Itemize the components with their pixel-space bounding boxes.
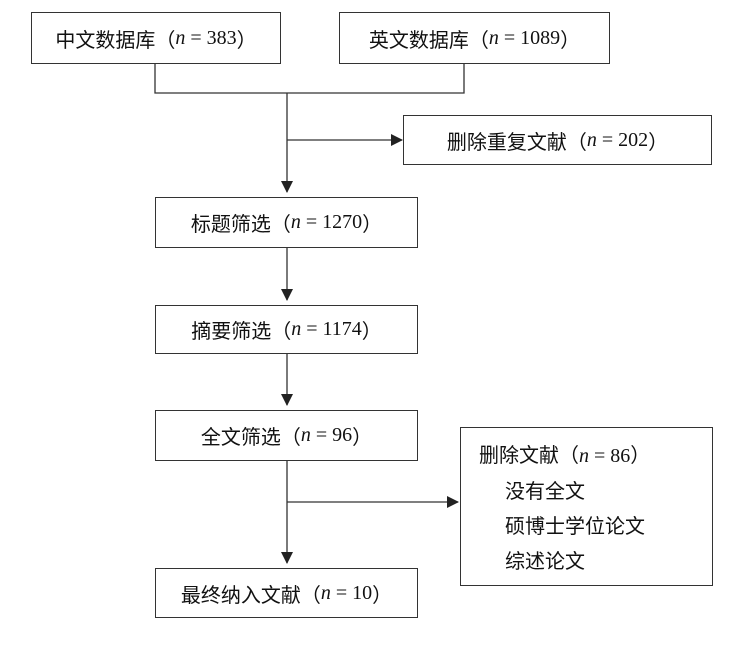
final-included-count: 10 (352, 581, 373, 604)
title-screening-box: 标题筛选（ n = 1270 ） (155, 197, 418, 248)
english-database-count: 1089 (520, 26, 561, 49)
fulltext-screening-count: 96 (332, 424, 353, 446)
abstract-screening-label: 摘要筛选（ (191, 319, 292, 343)
duplicates-removed-box: 删除重复文献（ n = 202 ） (403, 115, 712, 165)
fulltext-screening-box: 全文筛选（ n = 96 ） (155, 410, 418, 461)
title-screening-label: 标题筛选（ (190, 212, 291, 236)
excluded-articles-count: 86 (610, 445, 631, 467)
merge-bracket-line (154, 64, 465, 94)
fulltext-screening-label: 全文筛选（ (200, 425, 301, 449)
english-database-box: 英文数据库（ n = 1089 ） (339, 12, 610, 64)
title-screening-count: 1270 (322, 211, 363, 233)
excluded-articles-label: 删除文献（ (479, 443, 579, 467)
english-database-label: 英文数据库（ (368, 27, 489, 52)
chinese-database-count: 383 (206, 26, 237, 49)
duplicates-removed-count: 202 (618, 128, 649, 151)
final-included-label: 最终纳入文献（ (180, 582, 321, 607)
exclusion-reason-no-fulltext: 没有全文 (505, 479, 585, 503)
exclusion-reason-review: 综述论文 (505, 549, 585, 573)
chinese-database-label: 中文数据库（ (55, 27, 176, 52)
duplicates-removed-label: 删除重复文献（ (446, 129, 587, 154)
abstract-screening-count: 1174 (322, 318, 362, 340)
exclusion-reason-thesis: 硕博士学位论文 (505, 514, 645, 538)
excluded-articles-heading: 删除文献（n = 86） (479, 443, 651, 467)
chinese-database-box: 中文数据库（ n = 383 ） (31, 12, 281, 64)
excluded-articles-box: 删除文献（n = 86） 没有全文 硕博士学位论文 综述论文 (460, 427, 713, 586)
final-included-box: 最终纳入文献（ n = 10 ） (155, 568, 418, 618)
abstract-screening-box: 摘要筛选（ n = 1174 ） (155, 305, 418, 354)
